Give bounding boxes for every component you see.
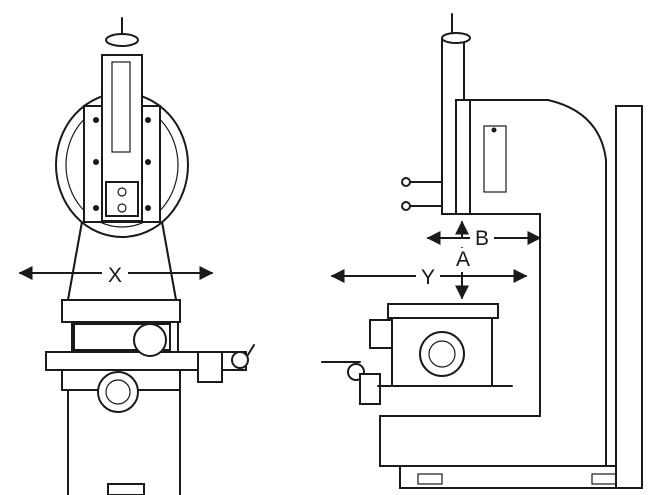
- side-view: B A Y: [321, 13, 643, 489]
- a-axis-label: A: [456, 248, 470, 271]
- y-axis-label: Y: [421, 266, 435, 289]
- b-axis-label: B: [475, 227, 489, 250]
- front-view: X: [18, 17, 255, 495]
- x-axis-label: X: [108, 264, 122, 287]
